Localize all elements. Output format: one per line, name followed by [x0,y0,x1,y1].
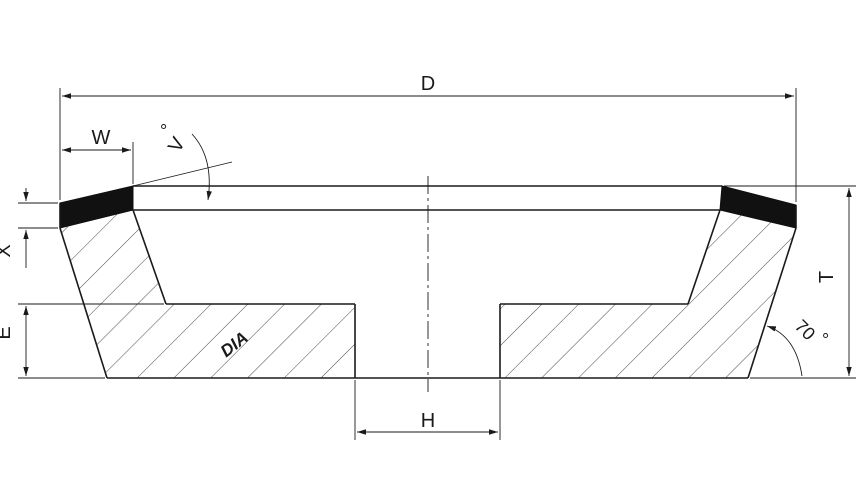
label-angle-degree: ° [822,330,829,350]
dimension-angle-70: 70 ° [766,316,829,377]
label-T: T [816,271,838,283]
label-D: D [421,73,435,95]
dimension-V: V ° [132,121,233,201]
hatch-right [500,210,796,378]
wheel-outline [59,185,797,379]
hatched-section [60,210,796,378]
label-angle-70: 70 [791,316,819,344]
dimension-H: H [354,380,501,440]
dimension-E: E [0,303,164,379]
dimension-W: W [62,127,134,184]
dimension-T: T [724,185,856,379]
label-V-degree: ° [160,121,167,141]
hatch-left [60,210,355,378]
label-E: E [0,326,15,339]
dimension-X: X [0,188,58,268]
label-W: W [92,127,111,149]
label-X: X [0,244,15,257]
label-H: H [421,410,435,432]
dimension-D: D [59,73,797,202]
label-V: V [164,133,190,156]
